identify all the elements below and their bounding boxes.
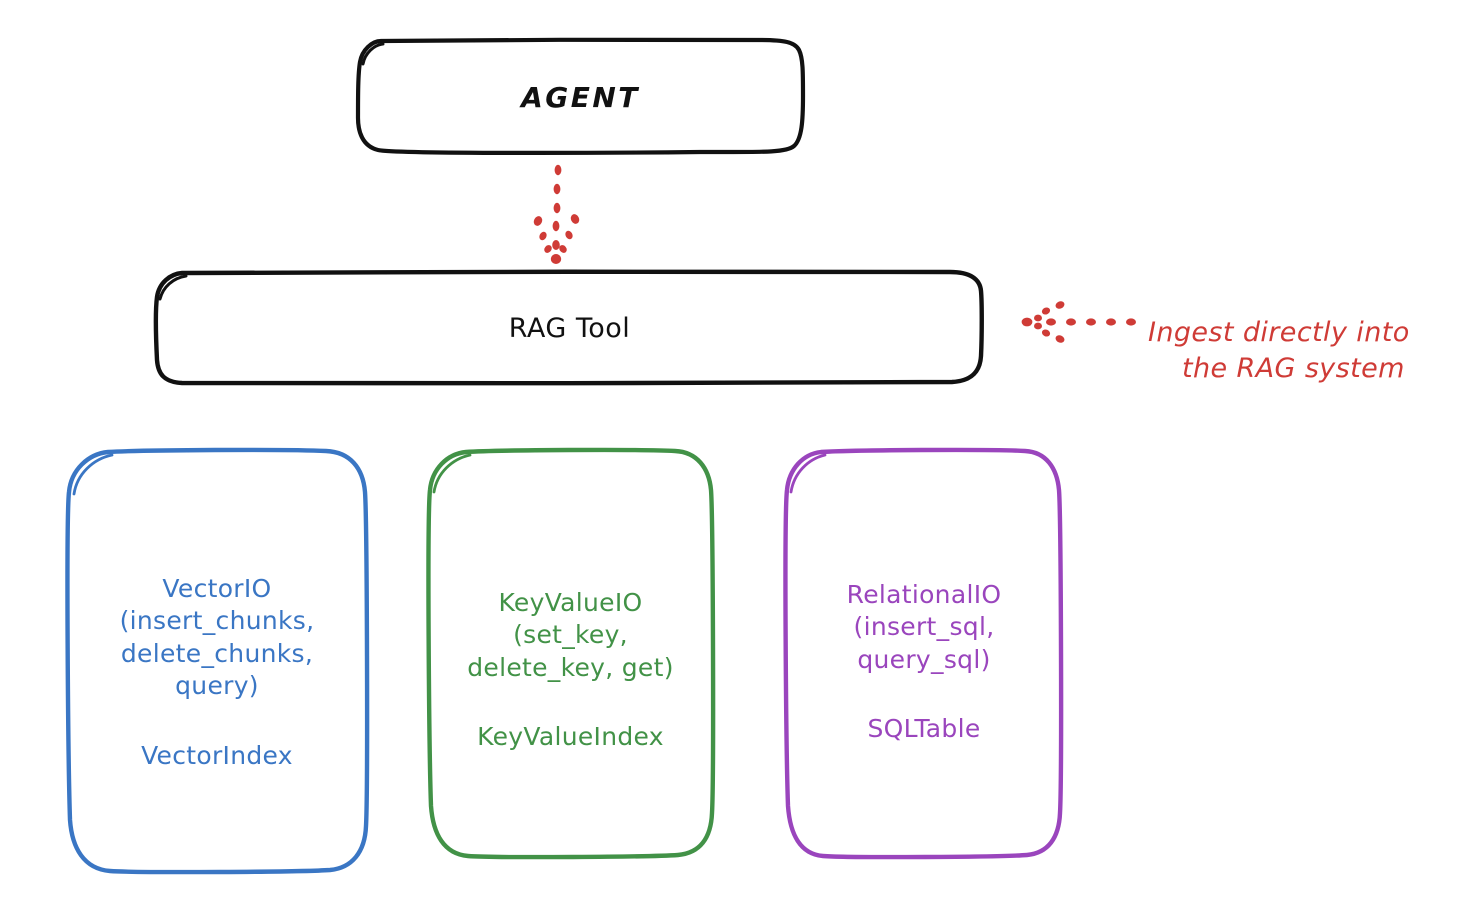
rag-tool-node[interactable]: RAG Tool [156, 272, 983, 384]
relational-io-box[interactable] [783, 447, 1064, 860]
relational-io-node[interactable]: RelationalIO (insert_sql, query_sql) SQL… [785, 450, 1063, 856]
key-value-io-node[interactable]: KeyValueIO (set_key, delete_key, get) Ke… [428, 450, 713, 856]
rag-tool-box[interactable] [153, 269, 984, 386]
agent-label: AGENT [521, 80, 640, 114]
vector-io-node[interactable]: VectorIO (insert_chunks, delete_chunks, … [68, 450, 366, 872]
ingest-annotation: Ingest directly into the RAG system [1148, 279, 1478, 424]
relational-io-api-label: RelationalIO (insert_sql, query_sql) [846, 579, 1002, 674]
sql-table-label: SQLTable [867, 714, 981, 744]
vector-io-api-label: VectorIO (insert_chunks, delete_chunks, … [119, 573, 315, 701]
vector-index-label: VectorIndex [141, 740, 293, 770]
vector-io-box[interactable] [65, 447, 370, 875]
agent-box[interactable] [355, 37, 806, 155]
key-value-io-api-label: KeyValueIO (set_key, delete_key, get) [467, 587, 674, 682]
key-value-index-label: KeyValueIndex [477, 722, 664, 752]
rag-tool-label: RAG Tool [508, 312, 631, 344]
ingest-annotation-line-2: the RAG system [1182, 353, 1405, 385]
ingest-to-rag-arrow [1021, 301, 1136, 343]
agent-node[interactable]: AGENT [357, 40, 804, 154]
ingest-annotation-line-1: Ingest directly into [1148, 317, 1410, 349]
agent-to-rag-arrow [533, 164, 580, 264]
key-value-io-box[interactable] [426, 447, 716, 860]
